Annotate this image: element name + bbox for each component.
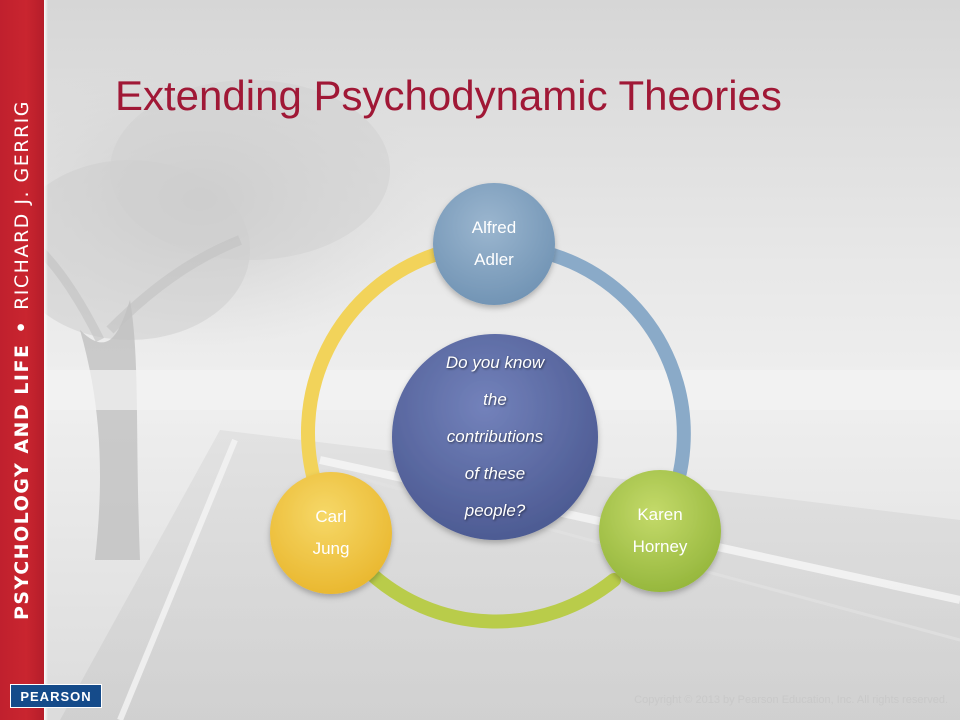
node-adler: Alfred Adler (434, 196, 554, 292)
node-jung-line1: Carl (315, 507, 347, 526)
node-adler-line2: Adler (474, 250, 514, 269)
center-line-4: of these (464, 464, 526, 483)
node-circle-jung (270, 472, 392, 594)
ring-arc-jung-adler (301, 247, 444, 500)
node-circle-horney (599, 470, 721, 592)
node-horney-line1: Karen (637, 505, 683, 524)
node-jung-line2: Jung (312, 539, 350, 558)
node-jung: Carl Jung (271, 485, 391, 581)
center-line-3: contributions (446, 427, 544, 446)
center-question: Do you know the contributions of these p… (405, 344, 585, 529)
center-line-2: the (483, 390, 507, 409)
pearson-logo: PEARSON (10, 684, 102, 708)
ring-arc-horney-jung (361, 564, 621, 629)
node-horney: Karen Horney (600, 483, 720, 579)
center-line-5: people? (464, 501, 526, 520)
sidebar-divider (44, 0, 48, 720)
node-circle-adler (433, 183, 555, 305)
copyright-notice: Copyright © 2013 by Pearson Education, I… (634, 694, 948, 706)
center-circle (392, 334, 598, 540)
center-line-1: Do you know (445, 353, 545, 372)
book-spine-sidebar (0, 0, 44, 720)
node-adler-line1: Alfred (471, 218, 517, 237)
slide-title: Extending Psychodynamic Theories (115, 72, 782, 119)
node-horney-line2: Horney (632, 537, 688, 556)
